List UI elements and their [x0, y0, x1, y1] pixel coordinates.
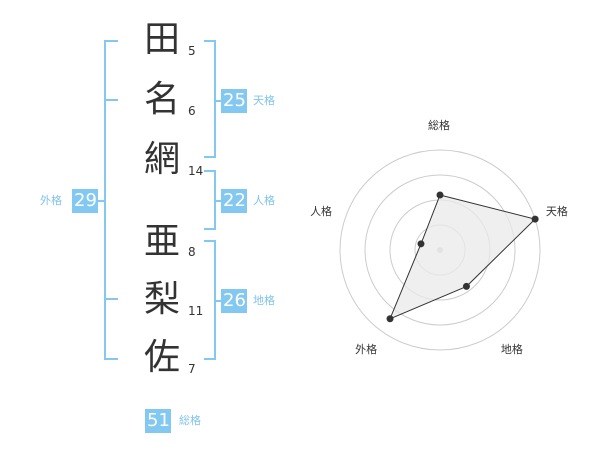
- tenkaku-label: 天格: [253, 94, 275, 107]
- name-char-6: 佐: [143, 337, 180, 378]
- radar-series-polygon: [389, 194, 537, 320]
- name-char-5: 梨: [143, 279, 180, 320]
- name-char-2: 名: [143, 79, 180, 120]
- radar-point-1: [436, 191, 444, 199]
- chikaku-value: 26: [221, 289, 247, 313]
- gaikaku-bracket-connector: [98, 200, 106, 202]
- stroke-count-6: 7: [188, 362, 196, 376]
- stroke-count-5: 11: [188, 304, 204, 318]
- name-char-1: 田: [143, 19, 180, 60]
- gaikaku-bracket-tick-lower: [104, 298, 118, 300]
- soukaku-label: 総格: [179, 414, 201, 427]
- name-char-4: 亜: [143, 221, 180, 262]
- stroke-count-3: 14: [188, 164, 204, 178]
- stroke-count-1: 5: [188, 44, 196, 58]
- name-char-3: 網: [143, 139, 180, 180]
- soukaku-value: 51: [145, 409, 171, 433]
- gaikaku-value: 29: [72, 189, 98, 213]
- radar-axis-label-2: 天格: [545, 204, 568, 218]
- radar-point-4: [386, 315, 394, 323]
- gaikaku-label: 外格: [40, 194, 62, 207]
- radar-ring: [339, 149, 541, 351]
- radar-axis-label-1: 総格: [428, 119, 450, 132]
- radar-axis-label-3: 地格: [500, 343, 523, 357]
- tenkaku-bracket: [204, 40, 216, 158]
- gaikaku-bracket-tick-upper: [104, 99, 118, 101]
- stroke-count-4: 8: [188, 245, 196, 259]
- tenkaku-bracket-connector: [214, 100, 222, 102]
- tenkaku-value: 25: [221, 89, 247, 113]
- jinkaku-label: 人格: [253, 194, 275, 207]
- chikaku-label: 地格: [253, 294, 275, 307]
- radar-ring: [364, 174, 516, 326]
- radar-point-5: [417, 240, 425, 248]
- chikaku-bracket-connector: [214, 300, 222, 302]
- radar-axis-label-4: 外格: [355, 343, 378, 357]
- jinkaku-bracket-connector: [214, 200, 222, 202]
- radar-point-3: [462, 282, 470, 290]
- radar-point-2: [531, 215, 539, 223]
- radar-axis-label-5: 人格: [310, 204, 333, 218]
- stroke-count-2: 6: [188, 104, 196, 118]
- jinkaku-value: 22: [221, 189, 247, 213]
